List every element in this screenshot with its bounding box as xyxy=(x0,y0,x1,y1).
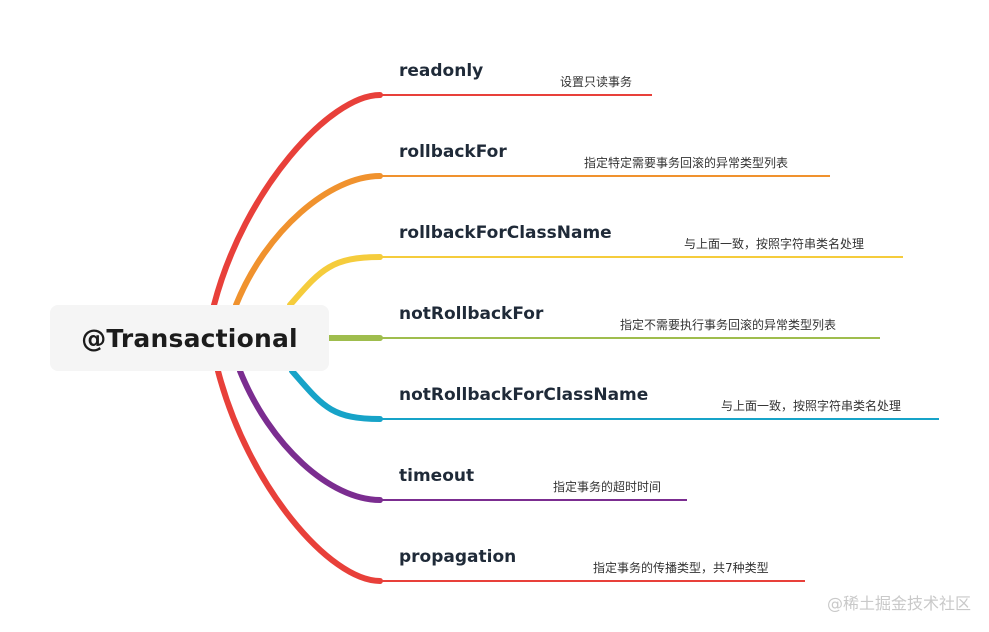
connector-2 xyxy=(287,254,383,308)
root-label: @Transactional xyxy=(81,323,298,353)
connector-4 xyxy=(289,368,383,422)
branch-label-notrollbackforclassname[interactable]: notRollbackForClassName xyxy=(399,385,649,405)
branch-label-timeout[interactable]: timeout xyxy=(399,466,475,486)
branch-label-notrollbackfor[interactable]: notRollbackFor xyxy=(399,304,544,324)
branch-label-rollbackforclassname[interactable]: rollbackForClassName xyxy=(399,223,612,243)
connector-0 xyxy=(211,92,383,308)
branch-note-notrollbackforclassname: 与上面一致，按照字符串类名处理 xyxy=(721,399,902,413)
connector-1 xyxy=(233,173,383,308)
connector-6 xyxy=(215,368,383,584)
root-node[interactable]: @Transactional xyxy=(50,305,329,371)
branch-note-notrollbackfor: 指定不需要执行事务回滚的异常类型列表 xyxy=(620,318,837,332)
branch-label-propagation[interactable]: propagation xyxy=(399,547,517,567)
branch-note-readonly: 设置只读事务 xyxy=(560,75,633,89)
branch-note-rollbackfor: 指定特定需要事务回滚的异常类型列表 xyxy=(584,156,789,170)
branch-note-propagation: 指定事务的传播类型，共7种类型 xyxy=(593,561,769,575)
branch-note-timeout: 指定事务的超时时间 xyxy=(553,480,662,494)
connector-5 xyxy=(237,368,383,503)
branch-label-readonly[interactable]: readonly xyxy=(399,61,484,81)
branch-label-rollbackfor[interactable]: rollbackFor xyxy=(399,142,507,162)
watermark: @稀土掘金技术社区 xyxy=(826,594,971,613)
branch-note-rollbackforclassname: 与上面一致，按照字符串类名处理 xyxy=(684,237,865,251)
